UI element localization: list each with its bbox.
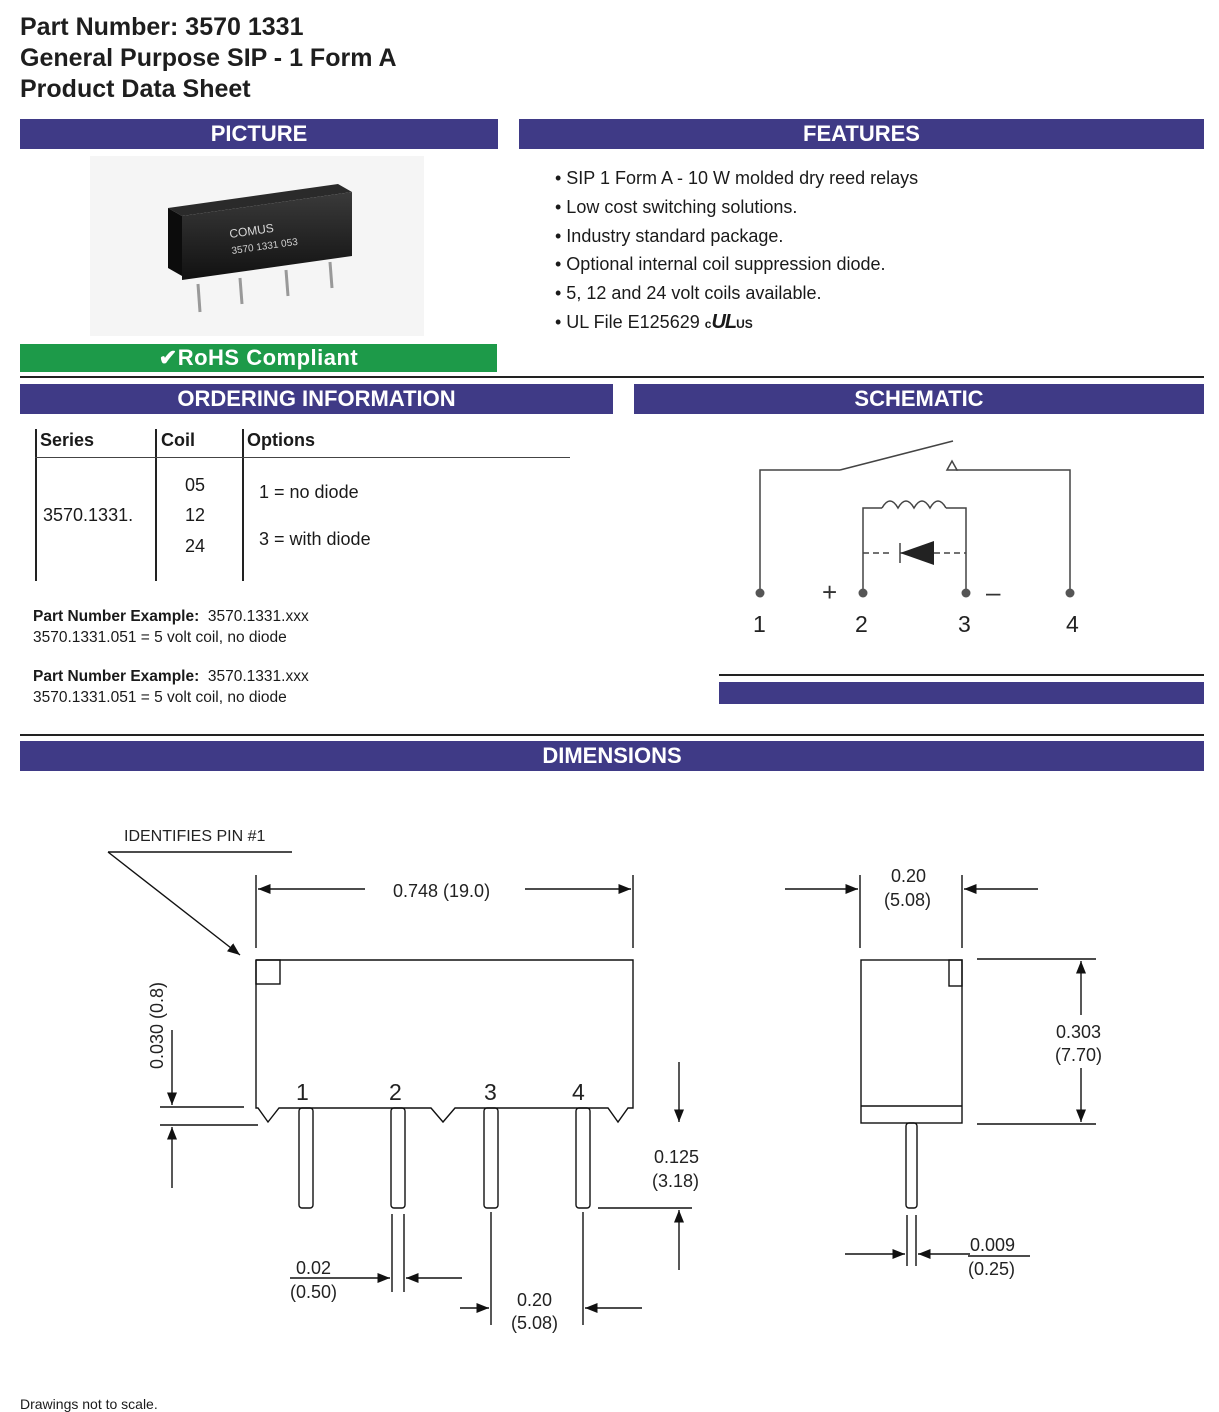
pin-length-mm: (3.18) [652, 1171, 699, 1191]
diode-icon [900, 541, 934, 565]
blank-section-bar [719, 682, 1204, 704]
part-number-title: Part Number: 3570 1331 [20, 13, 304, 41]
pin1-identifier-note: IDENTIFIES PIN #1 [124, 828, 265, 845]
product-subtitle: General Purpose SIP - 1 Form A [20, 44, 397, 72]
product-photo: COMUS 3570 1331 053 [90, 156, 424, 336]
option-value: 1 = no diode [259, 482, 359, 502]
ul-listed-icon: cULUS [704, 310, 753, 333]
pin-thickness-inch: 0.009 [970, 1235, 1015, 1255]
pin-label: 1 [296, 1079, 309, 1105]
height-inch: 0.303 [1056, 1022, 1101, 1042]
pin-terminal [961, 588, 971, 598]
plus-sign: + [822, 577, 837, 607]
ul-file-text: • UL File E125629 [555, 311, 700, 332]
rohs-badge: ✔RoHS Compliant [20, 344, 497, 372]
dimensions-drawing: IDENTIFIES PIN #1 0.748 (19.0) 0.030 (0.… [107, 828, 1102, 1333]
pin-label: 2 [855, 611, 868, 637]
coil-value: 05 [185, 475, 206, 495]
picture-section-header: PICTURE [20, 119, 498, 149]
features-section-header: FEATURES [519, 119, 1204, 149]
pin-length-inch: 0.125 [654, 1147, 699, 1167]
features-list: • SIP 1 Form A - 10 W molded dry reed re… [555, 164, 918, 339]
pin-label: 1 [753, 611, 766, 637]
options-header: Options [247, 430, 315, 450]
part-number-example: Part Number Example: 3570.1331.xxx 3570.… [33, 608, 309, 646]
part-number-example: Part Number Example: 3570.1331.xxx 3570.… [33, 668, 309, 706]
side-width-mm: (5.08) [884, 890, 931, 910]
pin-thickness-mm: (0.25) [968, 1259, 1015, 1279]
relay-schematic: + – 1 2 3 4 [753, 440, 1079, 637]
feature-item: • SIP 1 Form A - 10 W molded dry reed re… [555, 168, 919, 188]
pin-label: 3 [484, 1079, 497, 1105]
option-value: 3 = with diode [259, 529, 371, 549]
dimensions-section-header: DIMENSIONS [20, 741, 1204, 771]
relay-illustration: COMUS 3570 1331 053 [168, 184, 352, 313]
pin-terminal [858, 588, 868, 598]
pin-label: 4 [1066, 611, 1079, 637]
minus-sign: – [986, 577, 1001, 607]
pin-label: 2 [389, 1079, 402, 1105]
divider [20, 734, 1204, 736]
pitch-inch: 0.20 [517, 1290, 552, 1310]
pin-width-mm: (0.50) [290, 1282, 337, 1302]
ordering-section-header: ORDERING INFORMATION [20, 384, 613, 414]
feature-item: • Optional internal coil suppression dio… [555, 254, 886, 275]
feature-item: • UL File E125629 cULUS [555, 308, 918, 339]
divider [719, 674, 1204, 676]
document-title: Part Number: 3570 1331 General Purpose S… [20, 12, 397, 105]
pin-terminal [1065, 588, 1075, 598]
pitch-mm: (5.08) [511, 1313, 558, 1333]
side-width-inch: 0.20 [891, 866, 926, 886]
length-dimension: 0.748 (19.0) [393, 881, 490, 901]
feature-item: • Low cost switching solutions. [555, 196, 798, 217]
pin-label: 3 [958, 611, 971, 637]
height-mm: (7.70) [1055, 1045, 1102, 1065]
coil-value: 12 [185, 505, 206, 525]
pin-width-inch: 0.02 [296, 1258, 331, 1278]
scale-footnote: Drawings not to scale. [20, 1396, 158, 1412]
coil-value: 24 [185, 536, 206, 556]
ordering-table: Series Coil Options 3570.1331. 05 12 24 … [20, 425, 580, 585]
datasheet-title: Product Data Sheet [20, 75, 251, 103]
schematic-section-header: SCHEMATIC [634, 384, 1204, 414]
pin-terminal [755, 588, 765, 598]
pin-label: 4 [572, 1079, 585, 1105]
divider [20, 376, 1204, 378]
coil-header: Coil [161, 430, 195, 450]
standoff-dimension: 0.030 (0.8) [147, 982, 167, 1069]
feature-item: • 5, 12 and 24 volt coils available. [555, 283, 822, 304]
rohs-label: RoHS Compliant [177, 345, 359, 370]
feature-item: • Industry standard package. [555, 225, 784, 246]
photo-brand-text: COMUS [228, 221, 274, 241]
series-header: Series [40, 430, 95, 450]
check-icon: ✔ [158, 345, 178, 370]
series-value: 3570.1331. [43, 505, 134, 525]
